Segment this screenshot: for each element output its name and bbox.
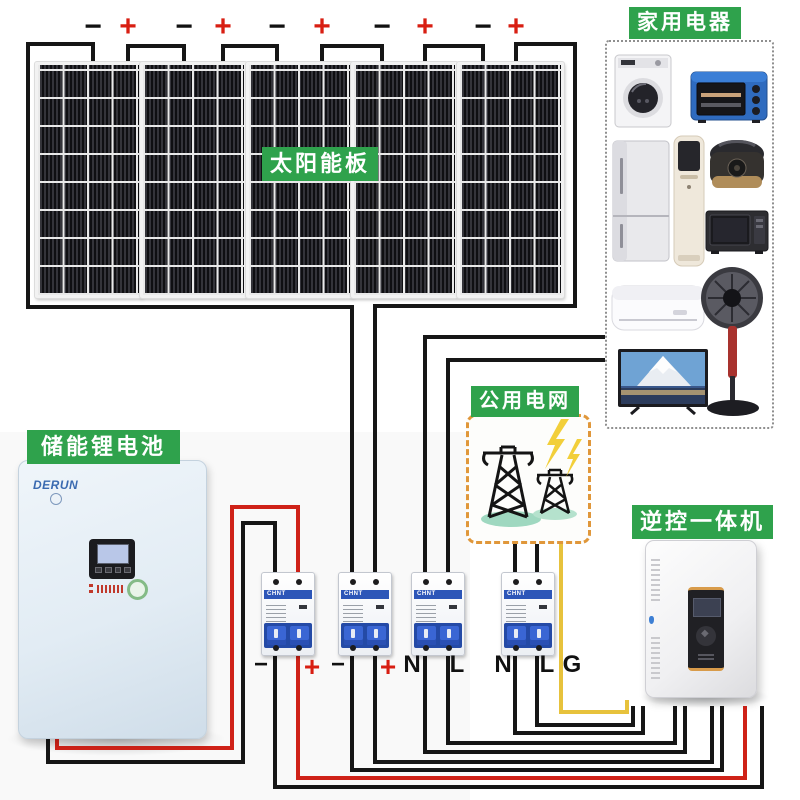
solar-panel-badge: 太阳能板	[262, 147, 379, 181]
television-icon	[618, 349, 708, 416]
solar-panel-1	[34, 61, 143, 299]
wire-pv-positive	[373, 42, 577, 580]
rice-cooker-icon	[710, 140, 764, 188]
breaker-toggle	[414, 623, 462, 648]
refrigerator-icon	[612, 140, 670, 262]
appliances-box	[605, 40, 774, 429]
column-air-conditioner-icon	[673, 135, 705, 267]
wire-battery-positive	[55, 505, 300, 750]
battery-buttons	[95, 567, 131, 573]
breaker-battery: CHNT	[261, 572, 315, 656]
inverter-badge: 逆控一体机	[632, 505, 774, 539]
wire-breaker2-neg-out	[350, 648, 724, 772]
breaker-brand: CHNT	[341, 590, 389, 599]
grid-badge: 公用电网	[471, 386, 579, 417]
appliances-badge: 家用电器	[629, 7, 741, 40]
panel5-positive-label: +	[507, 10, 525, 43]
io-label-ground: G	[562, 651, 582, 678]
inverter-unit	[645, 540, 757, 698]
panel2-negative-label: −	[175, 10, 193, 43]
io-label-load-l: L	[449, 651, 465, 678]
wire-breaker1-pos-out	[296, 648, 747, 780]
panel1-positive-label: +	[119, 10, 137, 43]
solar-panel-5	[456, 61, 565, 299]
breaker-brand: CHNT	[414, 590, 462, 599]
breaker-toggle	[264, 623, 312, 648]
washing-machine-icon	[614, 54, 672, 128]
breaker-brand: CHNT	[504, 590, 552, 599]
battery-unit: DERUN	[18, 460, 207, 739]
io-label-load-n: N	[403, 651, 421, 678]
breaker-brand: CHNT	[264, 590, 312, 599]
wire-panel-bridge-3	[320, 44, 384, 62]
inverter-vent-bottom	[651, 637, 660, 679]
inverter-control-panel	[688, 587, 724, 671]
wire-battery-negative	[46, 521, 277, 764]
io-label-grid-n: N	[494, 651, 512, 678]
toaster-oven-icon	[690, 71, 768, 123]
io-label-pv-neg: −	[330, 651, 346, 678]
wire-panel-bridge-1	[126, 44, 186, 62]
wire-load-live	[446, 358, 607, 580]
power-pylons-icon	[481, 419, 582, 527]
breaker-load: CHNT	[411, 572, 465, 656]
wire-breaker4-n-out	[513, 648, 645, 735]
panel2-positive-label: +	[214, 10, 232, 43]
io-label-batt-pos: +	[303, 651, 321, 682]
panel3-positive-label: +	[313, 10, 331, 43]
panel3-negative-label: −	[268, 10, 286, 43]
battery-display-screen	[97, 544, 129, 564]
io-label-pv-pos: +	[379, 651, 397, 682]
wire-breaker1-neg-out	[273, 648, 764, 789]
grid-box	[466, 414, 591, 544]
lightning-bolt-icon	[545, 419, 569, 469]
battery-power-button	[127, 579, 148, 600]
lightning-bolt-icon-2	[566, 439, 582, 477]
solar-panel-2	[139, 61, 248, 299]
panel1-negative-label: −	[84, 10, 102, 43]
breaker-toggle	[504, 623, 552, 648]
breaker-toggle	[341, 623, 389, 648]
battery-brand-logo: DERUN	[33, 478, 78, 505]
panel5-negative-label: −	[474, 10, 492, 43]
battery-led-bar	[97, 585, 123, 593]
inverter-label-text	[698, 652, 714, 660]
wall-air-conditioner-icon	[611, 285, 705, 331]
wire-breaker4-l-out	[535, 648, 635, 727]
panel4-negative-label: −	[373, 10, 391, 43]
wire-panel-bridge-2	[221, 44, 279, 62]
battery-led-dots	[89, 583, 93, 593]
pedestal-fan-icon	[701, 267, 763, 416]
wire-breaker2-pos-out	[373, 648, 714, 764]
panel4-positive-label: +	[416, 10, 434, 43]
wire-pv-negative	[26, 42, 354, 580]
wire-load-neutral	[423, 335, 607, 580]
inverter-vent-top	[651, 559, 660, 601]
wire-ground	[559, 538, 629, 714]
wire-breaker3-n-out	[423, 648, 687, 754]
io-label-grid-l: L	[539, 651, 555, 678]
wire-breaker3-l-out	[446, 648, 677, 745]
breaker-pv: CHNT	[338, 572, 392, 656]
battery-control-panel	[89, 539, 135, 579]
inverter-keypad	[696, 626, 716, 646]
wire-panel-bridge-4	[423, 44, 485, 62]
breaker-grid: CHNT	[501, 572, 555, 656]
inverter-screen	[693, 598, 721, 617]
inverter-indicator	[649, 616, 654, 624]
battery-badge: 储能锂电池	[27, 430, 180, 464]
io-label-batt-neg: −	[253, 651, 269, 678]
microwave-oven-icon	[705, 210, 769, 254]
